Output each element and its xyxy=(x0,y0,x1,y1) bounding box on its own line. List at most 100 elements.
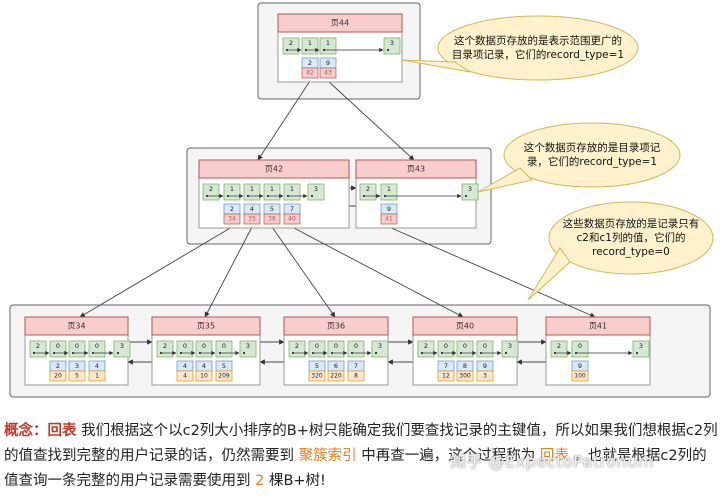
record-type-value: 0 xyxy=(75,342,79,350)
record-type-value: 1 xyxy=(326,39,330,47)
key-value: 5 xyxy=(222,362,226,370)
next-pointer-dot xyxy=(198,351,202,355)
record-type-value: 2 xyxy=(209,185,213,193)
watermark: 知乎 @ExpectoPatronum xyxy=(450,452,654,471)
next-pointer-dot xyxy=(322,48,326,52)
page-title: 页40 xyxy=(456,322,474,331)
record-type-value: 2 xyxy=(366,185,370,193)
primary-key-cell xyxy=(476,370,494,382)
page-title: 页34 xyxy=(67,322,85,331)
record-type-value: 2 xyxy=(163,342,167,350)
record-type-value: 3 xyxy=(639,342,643,350)
primary-key-value: 5 xyxy=(75,373,79,380)
callout-bubble xyxy=(548,201,714,275)
pointer-p42-to-p40 xyxy=(291,226,464,318)
primary-key-cell xyxy=(571,370,589,382)
tree-count: 2 xyxy=(255,473,265,489)
callout-tail xyxy=(401,59,471,73)
next-pointer-dot xyxy=(459,351,463,355)
callout-text-line: 录，它们的record_type=1 xyxy=(527,155,657,168)
child-page-value: 41 xyxy=(385,216,393,223)
record-type-value: 2 xyxy=(36,342,40,350)
record-type-value: 1 xyxy=(387,185,391,193)
key-value: 7 xyxy=(354,362,358,370)
child-page-cell xyxy=(301,67,319,79)
next-pointer-dot xyxy=(574,351,578,355)
next-pointer-dot xyxy=(179,351,183,355)
callout-text-line: 这个数据页存放的是目录项记 xyxy=(524,141,661,154)
record-type-value: 0 xyxy=(56,342,60,350)
page-header xyxy=(198,159,350,179)
next-pointer-dot xyxy=(310,194,314,198)
record-type-value: 0 xyxy=(444,342,448,350)
primary-key-value: 3 xyxy=(483,373,487,380)
page-header xyxy=(412,316,518,336)
page-title: 页35 xyxy=(197,322,215,331)
next-pointer-dot xyxy=(464,194,468,198)
next-pointer-dot xyxy=(635,351,639,355)
key-value: 6 xyxy=(334,362,338,370)
next-pointer-dot xyxy=(374,351,378,355)
record-type-value: 0 xyxy=(95,342,99,350)
next-pointer-dot xyxy=(218,351,222,355)
callout-text-line: 这个数据页存放的是表示范围更广的 xyxy=(454,34,622,47)
record-type-value: 0 xyxy=(222,342,226,350)
child-page-value: 42 xyxy=(306,70,314,77)
callout-tail xyxy=(527,247,571,301)
record-type-value: 0 xyxy=(483,342,487,350)
pointer-p42-to-p36 xyxy=(271,226,336,318)
term-clustered-index: 聚簇索引 xyxy=(298,448,357,464)
paragraph-text-3: 。也就是根据c2列的值查询一条完整的用户记录需要使用到 xyxy=(4,448,707,489)
page-title: 页42 xyxy=(265,165,283,174)
callout-text-line: 这些数据页存放的是记录只有 xyxy=(563,217,700,230)
key-value: 9 xyxy=(387,205,391,213)
key-value: 8 xyxy=(463,362,467,370)
primary-key-cell xyxy=(88,370,106,382)
record-type-value: 1 xyxy=(230,185,234,193)
key-value: 5 xyxy=(270,205,274,213)
primary-key-value: 10 xyxy=(200,373,208,380)
next-pointer-dot xyxy=(420,351,424,355)
page-header xyxy=(355,159,477,179)
record-type-value: 1 xyxy=(250,185,254,193)
primary-key-cell xyxy=(308,370,326,382)
next-pointer-dot xyxy=(362,194,366,198)
primary-key-value: 300 xyxy=(459,373,471,380)
primary-key-cell xyxy=(327,370,345,382)
primary-key-value: 4 xyxy=(183,373,187,380)
record-type-value: 3 xyxy=(120,342,124,350)
next-pointer-dot xyxy=(285,48,289,52)
key-value: 7 xyxy=(290,205,294,213)
primary-key-cell xyxy=(437,370,455,382)
record-type-value: 0 xyxy=(183,342,187,350)
child-page-value: 43 xyxy=(324,70,332,77)
paragraph-text-2: 中再查一遍，这个过程称为 xyxy=(356,448,540,464)
page-title: 页36 xyxy=(327,322,345,331)
key-value: 4 xyxy=(183,362,187,370)
next-pointer-dot xyxy=(71,351,75,355)
key-value: 9 xyxy=(326,59,330,67)
callout-bubble xyxy=(437,15,639,81)
page-header xyxy=(277,13,403,33)
next-pointer-dot xyxy=(52,351,56,355)
child-page-value: 36 xyxy=(268,216,276,223)
paragraph-text-1: 我们根据这个以c2列大小排序的B+树只能确定我们要查找记录的主键值，所以如果我们… xyxy=(4,423,718,464)
primary-key-value: 320 xyxy=(311,373,323,380)
concept-label: 概念：回表 xyxy=(4,423,77,439)
primary-key-value: 12 xyxy=(442,373,450,380)
next-pointer-dot xyxy=(242,351,246,355)
page-header xyxy=(283,316,389,336)
next-pointer-dot xyxy=(286,194,290,198)
record-type-value: 3 xyxy=(246,342,250,350)
record-type-value: 0 xyxy=(315,342,319,350)
record-type-value: 3 xyxy=(378,342,382,350)
child-page-cell xyxy=(283,213,301,225)
child-page-value: 35 xyxy=(248,216,256,223)
primary-key-value: 209 xyxy=(218,373,230,380)
key-value: 2 xyxy=(230,205,234,213)
